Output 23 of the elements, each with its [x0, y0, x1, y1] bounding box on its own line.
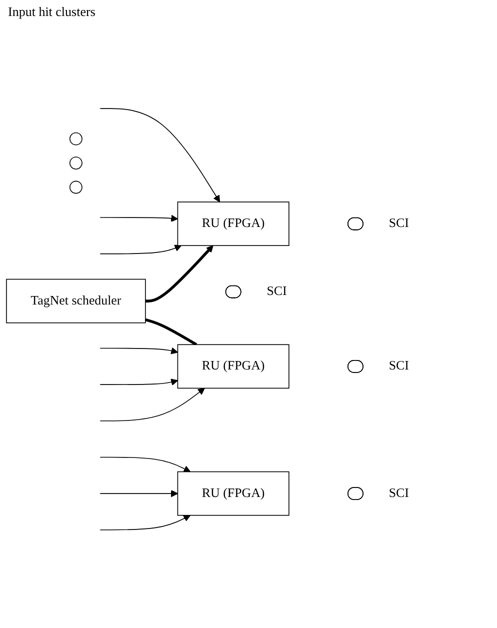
- node-box: RU (FPGA): [177, 471, 290, 516]
- arrow: [100, 244, 182, 254]
- input-label: Input hit clusters: [8, 4, 96, 19]
- node-label: SCI: [266, 284, 287, 298]
- node-label: SCI: [388, 216, 409, 230]
- node-label: SCI: [388, 358, 409, 373]
- node-box: TagNet scheduler: [6, 278, 146, 324]
- connector: [145, 318, 198, 346]
- node-box: RU (FPGA): [177, 344, 290, 388]
- arrow: [100, 514, 191, 530]
- arrow: [145, 245, 214, 302]
- arrow: [100, 388, 205, 422]
- node-circle: [69, 132, 82, 146]
- arrow: [100, 347, 178, 354]
- arrow: [100, 378, 178, 386]
- arrow: [100, 108, 220, 202]
- arrow: [100, 214, 178, 222]
- arrow: [100, 456, 191, 472]
- arrow: [100, 490, 178, 497]
- node-circle: [69, 156, 82, 170]
- node-circle: [69, 180, 82, 194]
- node-label: SCI: [388, 486, 409, 500]
- node-box: RU (FPGA): [177, 201, 290, 246]
